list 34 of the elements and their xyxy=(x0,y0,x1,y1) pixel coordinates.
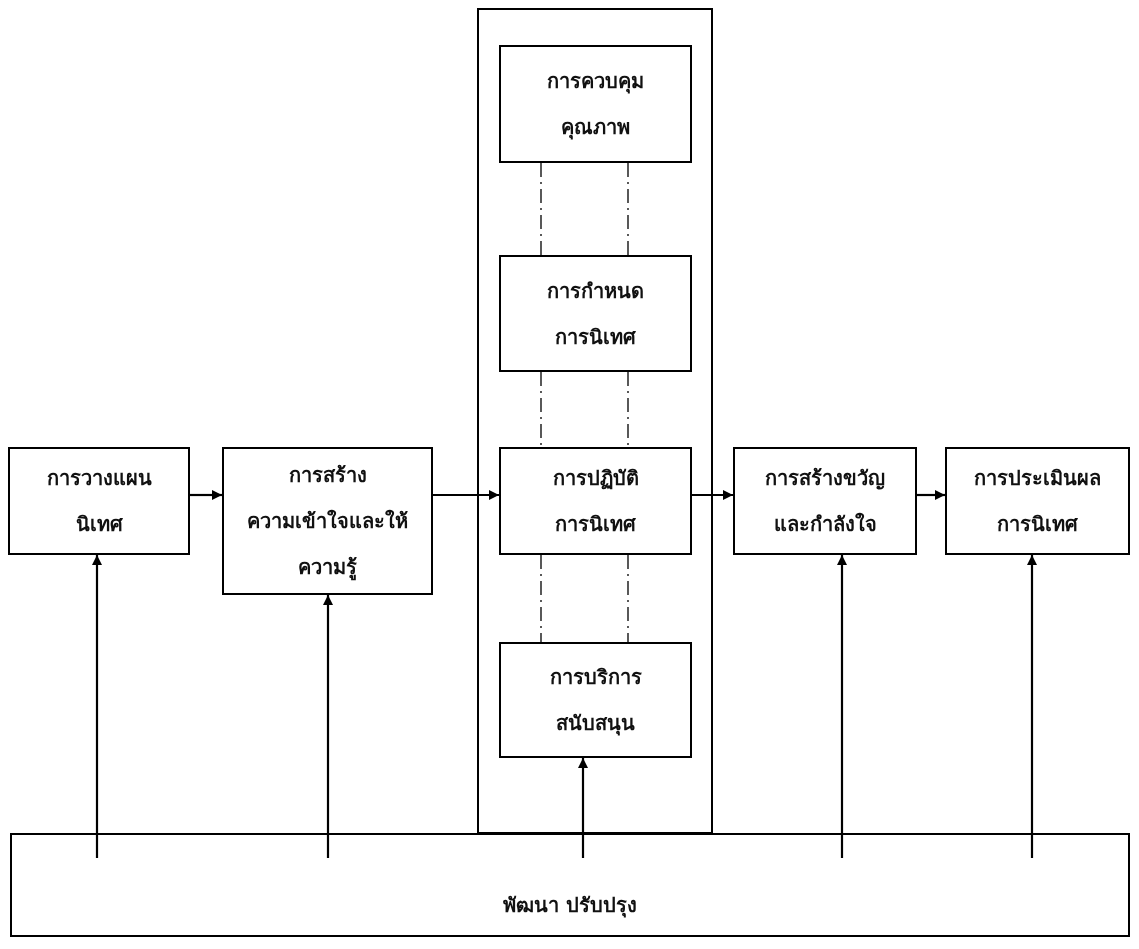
arrow xyxy=(837,555,847,858)
box-label: การปฏิบัติ การนิเทศ xyxy=(551,465,640,538)
box-label: การควบคุม คุณภาพ xyxy=(546,68,645,142)
process-box xyxy=(10,833,1130,937)
dash-dot-line xyxy=(627,162,629,256)
arrow xyxy=(578,758,588,858)
arrow xyxy=(692,490,733,500)
arrow xyxy=(433,490,499,500)
box-label: การกำหนด การนิเทศ xyxy=(546,277,645,351)
arrow xyxy=(1027,555,1037,858)
process-box xyxy=(499,447,692,555)
arrow xyxy=(323,595,333,858)
process-box xyxy=(222,447,433,595)
box-label: การวางแผน นิเทศ xyxy=(45,465,153,538)
dash-dot-line xyxy=(627,554,629,643)
box-label: การสร้าง ความเข้าใจและให้ ความรู้ xyxy=(246,462,409,583)
arrow xyxy=(190,490,222,500)
process-box xyxy=(499,255,692,372)
process-box xyxy=(945,447,1130,555)
group-box xyxy=(477,8,713,834)
dash-dot-line xyxy=(540,162,542,256)
box-label: การประเมินผล การนิเทศ xyxy=(973,465,1102,538)
arrow xyxy=(917,490,945,500)
dash-dot-line xyxy=(540,371,542,448)
box-label: การบริการ สนับสนุน xyxy=(548,664,643,738)
dash-dot-line xyxy=(540,554,542,643)
box-label: การสร้างขวัญ และกำลังใจ xyxy=(764,465,886,538)
box-label: พัฒนา ปรับปรุง xyxy=(503,892,637,920)
process-box xyxy=(8,447,190,555)
process-box xyxy=(499,45,692,163)
dash-dot-line xyxy=(627,371,629,448)
process-box xyxy=(499,642,692,758)
process-box xyxy=(733,447,917,555)
arrow xyxy=(92,555,102,858)
